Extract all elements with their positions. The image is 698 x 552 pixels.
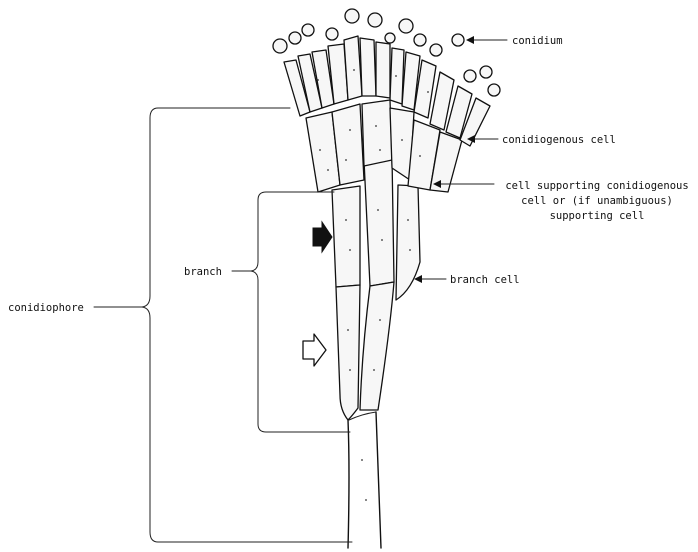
label-branch-cell: branch cell (450, 274, 520, 286)
label-supporting-cell-line1: cell supporting conidiogenous (505, 180, 688, 192)
label-conidium: conidium (512, 35, 563, 47)
label-conidiogenous-cell: conidiogenous cell (502, 134, 616, 146)
conidiophore-bracket (94, 108, 352, 542)
label-supporting-cell-line2: cell or (if unambiguous) (521, 195, 673, 207)
label-branch: branch (184, 266, 222, 278)
branch-bracket (232, 192, 350, 432)
main-axis (360, 156, 394, 410)
conidium-leader (466, 36, 507, 44)
left-branch (332, 186, 360, 420)
label-supporting-cell-line3: supporting cell (550, 210, 645, 222)
stipe (348, 412, 381, 548)
right-branch-cell (396, 185, 420, 300)
label-conidiophore: conidiophore (8, 302, 84, 314)
branch-cell-leader (414, 275, 446, 283)
hollow-arrow (303, 334, 326, 366)
solid-arrow (313, 222, 332, 252)
